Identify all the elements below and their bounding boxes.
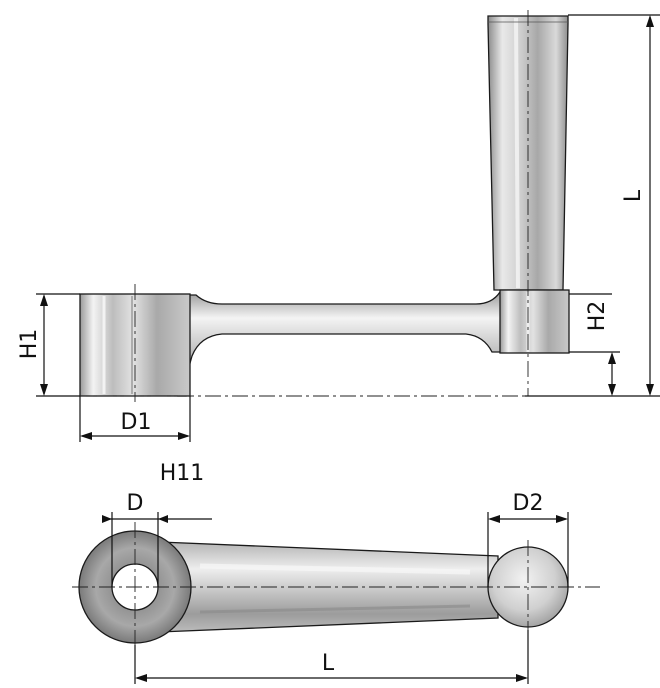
top-view: D H11 D2 L xyxy=(72,461,600,684)
dim-D1-arrow-left xyxy=(80,432,92,440)
top-arm-shade xyxy=(199,604,471,614)
dim-H2-arrow-bottom xyxy=(608,384,616,396)
dim-L-arrow-top xyxy=(646,15,654,27)
dim-H1-arrow-top xyxy=(40,294,48,306)
dim-D-arrow-left xyxy=(102,515,112,523)
dim-D2-label: D2 xyxy=(513,491,544,516)
dim-H1-label: H1 xyxy=(17,329,42,360)
grip-highlight-line xyxy=(514,17,520,289)
side-connecting-arm xyxy=(177,291,505,397)
dim-H11-label: H11 xyxy=(160,461,205,486)
dim-L-top-arrow-right xyxy=(516,674,528,682)
dim-L-top-arrow-left xyxy=(135,674,147,682)
side-right-hub xyxy=(499,289,570,354)
top-arm-highlight xyxy=(199,563,471,575)
dim-D2-arrow-right xyxy=(556,515,568,523)
dim-L-side-label: L xyxy=(621,189,646,202)
dim-H2-label: H2 xyxy=(585,301,610,332)
dim-D-arrow-right xyxy=(158,515,168,523)
dim-D-label: D xyxy=(127,491,144,516)
dim-L-arrow-bottom xyxy=(646,384,654,396)
dim-H2-arrow-top xyxy=(608,352,616,364)
dim-D1-label: D1 xyxy=(121,410,152,435)
dim-D1-arrow-right xyxy=(178,432,190,440)
dim-L-top-label: L xyxy=(322,651,335,676)
dim-D2-arrow-left xyxy=(488,515,500,523)
side-view: L H2 H1 D1 xyxy=(17,10,660,442)
dim-H1-arrow-bottom xyxy=(40,384,48,396)
